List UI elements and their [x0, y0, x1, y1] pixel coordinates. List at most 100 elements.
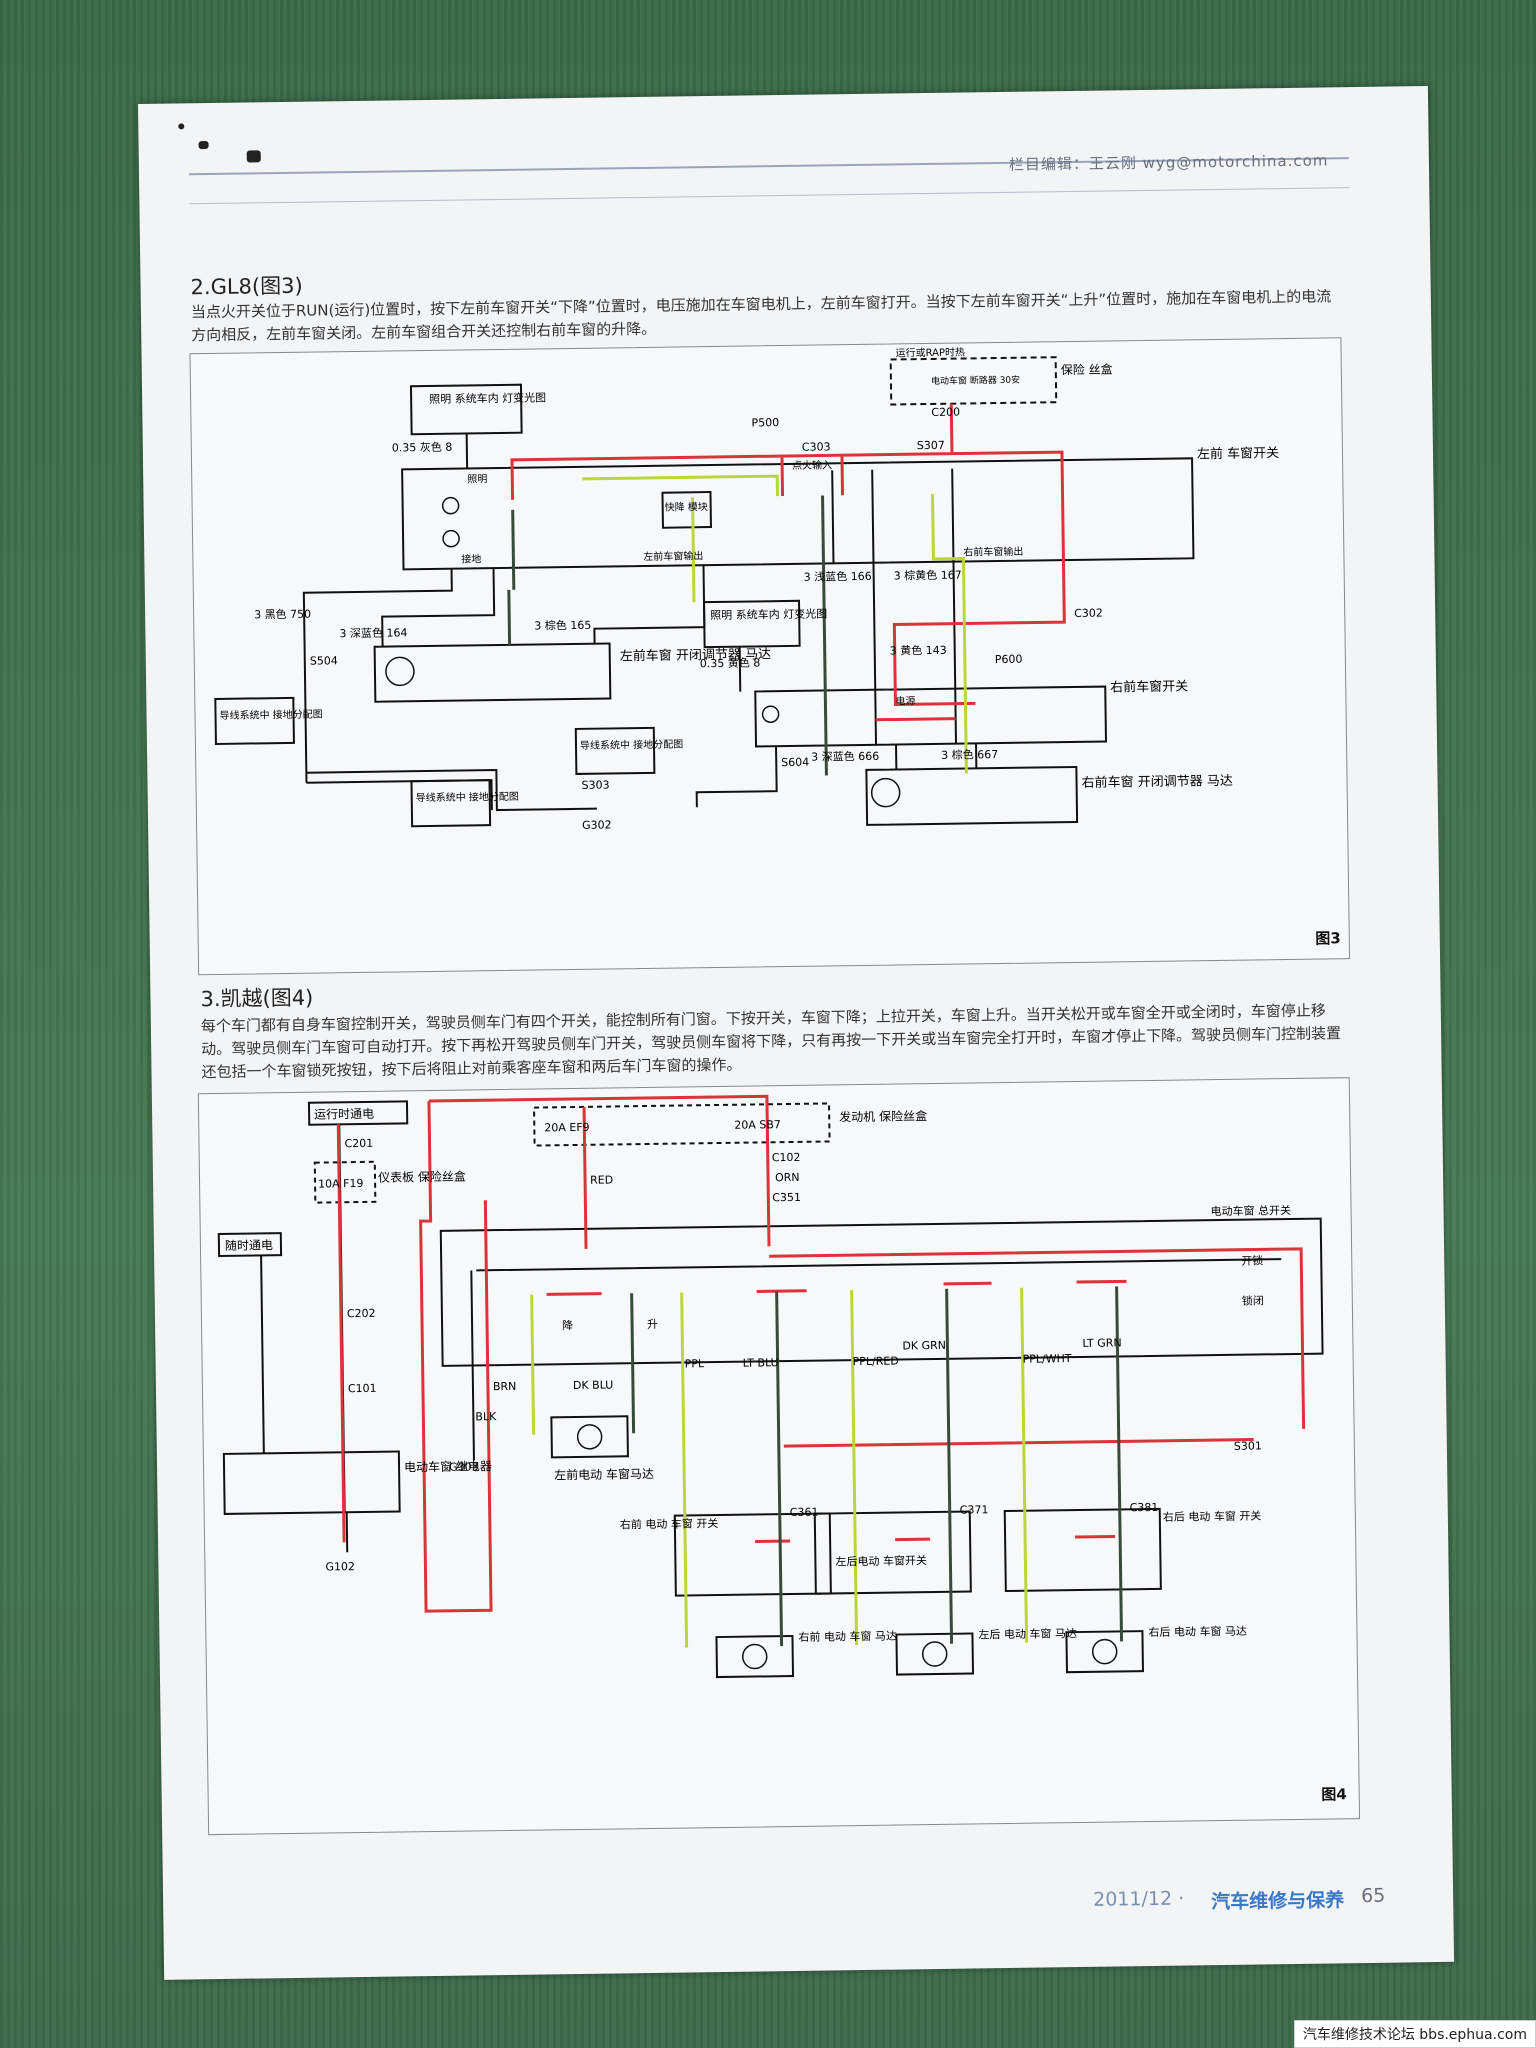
label-ip-fuse: 仪表板 保险丝盒	[378, 1169, 466, 1185]
wire-label: 3 浅蓝色 166	[804, 569, 872, 584]
connector-label: G303	[449, 1460, 479, 1473]
magazine-name: 汽车维修与保养	[1211, 1889, 1345, 1914]
label-ef9: 20A EF9	[544, 1121, 589, 1135]
ink-smudge	[198, 141, 209, 150]
connector-label: S303	[581, 778, 609, 791]
connector-label: C200	[931, 406, 960, 419]
figure-3-label: 图3	[1315, 929, 1341, 948]
label-express-module: 快降 模块	[665, 500, 708, 514]
label-down: 降	[562, 1318, 573, 1332]
connector-label: C371	[960, 1503, 989, 1516]
label-unlock: 开锁	[1241, 1253, 1263, 1267]
page-number: 65	[1360, 1884, 1386, 1908]
connector-label: P500	[751, 416, 779, 429]
connector-label: C351	[772, 1191, 801, 1204]
label-master-switch: 电动车窗 总开关	[1210, 1203, 1291, 1218]
ink-smudge	[246, 150, 261, 163]
connector-label: G302	[582, 818, 612, 831]
connector-label: C361	[790, 1506, 819, 1519]
label-always-power: 随时通电	[225, 1237, 273, 1253]
label-lamp-1: 照明 系统车内 灯变光图	[429, 390, 546, 406]
connector-label: C202	[347, 1307, 376, 1320]
wire-color: PPL/WHT	[1023, 1352, 1072, 1366]
wire-label: 3 棕色 667	[941, 747, 998, 762]
wire-label: 3 黑色 750	[254, 607, 311, 622]
label-ground-2: 导线系统中 接地分配图	[580, 737, 683, 751]
label-lamp-2: 照明 系统车内 灯变光图	[710, 606, 827, 622]
wire-label: 3 黄色 143	[890, 643, 947, 658]
connector-label: C201	[344, 1137, 373, 1150]
wire-color: DK BLU	[573, 1378, 614, 1392]
label-ground-1: 导线系统中 接地分配图	[219, 707, 322, 721]
figure-4-label: 图4	[1321, 1785, 1347, 1804]
section-title-excelle: 3.凯越(图4)	[200, 985, 314, 1012]
connector-label: P600	[995, 653, 1023, 666]
connector-label: C381	[1130, 1501, 1159, 1514]
label-ignition-input: 点火输入	[792, 458, 832, 472]
connector-label: C101	[348, 1382, 377, 1395]
label-fuse-run: 运行或RAP时热	[895, 345, 965, 359]
figure-4-diagram: 运行时通电 随时通电 仪表板 保险丝盒 发动机 保险丝盒 电动车窗 总开关 电动…	[197, 1077, 1361, 1836]
wire-color: ORN	[775, 1171, 800, 1184]
label-rf-switch: 右前车窗开关	[1110, 678, 1188, 695]
wire-color: LT GRN	[1082, 1336, 1121, 1350]
section-paragraph-gl8: 当点火开关位于RUN(运行)位置时，按下左前车窗开关“下降”位置时，电压施加在车…	[190, 287, 1332, 345]
header-rule	[189, 187, 1350, 205]
wire-label: 0.35 黄色 8	[700, 655, 761, 670]
gl8-window-circuit: 照明 系统车内 灯变光图 照明 系统车内 灯变光图 导线系统中 接地分配图 导线…	[214, 345, 1279, 832]
label-rf-switch: 右前 电动 车窗 开关	[620, 1516, 719, 1531]
wire-label: 3 深蓝色 666	[811, 749, 879, 764]
label-engine-fuse: 发动机 保险丝盒	[839, 1108, 927, 1124]
label-illum: 照明	[467, 473, 487, 485]
label-rf-motor: 右前车窗 开闭调节器 马达	[1081, 773, 1232, 791]
connector-label: C303	[802, 440, 831, 453]
column-editor: 栏目编辑：王云刚 wyg@motorchina.com	[1008, 151, 1329, 174]
wire-color: BRN	[493, 1380, 517, 1393]
wire-color: PPL	[685, 1357, 705, 1370]
issue-date: 2011/12 ·	[1093, 1887, 1185, 1911]
label-up: 升	[647, 1318, 658, 1331]
wire-label: 0.35 灰色 8	[392, 440, 453, 455]
section-title-gl8: 2.GL8(图3)	[190, 273, 303, 300]
connector-label: C102	[772, 1151, 801, 1164]
wire-color: RED	[590, 1173, 613, 1186]
figure-3-diagram: 照明 系统车内 灯变光图 照明 系统车内 灯变光图 导线系统中 接地分配图 导线…	[189, 337, 1351, 976]
label-f19: 10A F19	[318, 1177, 364, 1191]
label-rr-switch: 右后 电动 车窗 开关	[1163, 1508, 1262, 1523]
label-lock: 锁闭	[1242, 1293, 1264, 1307]
label-lf-motor: 左前车窗 开闭调节器 马达	[620, 646, 771, 664]
wire-color: DK GRN	[902, 1339, 946, 1353]
label-breaker: 电动车窗 断路器 30安	[931, 374, 1020, 387]
connector-label: G102	[325, 1560, 355, 1573]
forum-watermark: 汽车维修技术论坛 bbs.ephua.com	[1293, 2020, 1536, 2048]
label-run-power: 运行时通电	[314, 1107, 374, 1122]
label-power: 电源	[895, 694, 915, 707]
connector-label: S301	[1234, 1439, 1262, 1452]
label-sb7: 20A SB7	[734, 1118, 781, 1132]
ink-smudge	[178, 123, 185, 130]
excelle-window-circuit: 运行时通电 随时通电 仪表板 保险丝盒 发动机 保险丝盒 电动车窗 总开关 电动…	[217, 1094, 1324, 1679]
wire-label: 3 棕色 165	[534, 618, 591, 633]
magazine-page: 栏目编辑：王云刚 wyg@motorchina.com 2.GL8(图3) 当点…	[138, 85, 1455, 1980]
connector-label: S604	[781, 756, 809, 769]
section-paragraph-excelle: 每个车门都有自身车窗控制开关，驾驶员侧车门有四个开关，能控制所有门窗。下按开关，…	[200, 1001, 1342, 1082]
label-rf-output: 右前车窗输出	[963, 545, 1023, 559]
label-lr-switch: 左后电动 车窗开关	[835, 1553, 927, 1568]
label-lf-motor: 左前电动 车窗马达	[554, 1466, 654, 1482]
wire-label: 3 棕黄色 167	[894, 568, 962, 583]
connector-label: C302	[1074, 607, 1103, 620]
label-rr-motor: 右后 电动 车窗 马达	[1148, 1624, 1247, 1639]
label-ground-3: 导线系统中 接地分配图	[416, 790, 519, 804]
wire-color: PPL/RED	[853, 1355, 899, 1369]
wire-color: LT BLU	[743, 1356, 779, 1370]
label-ground: 接地	[461, 552, 481, 565]
label-relay: 电动车窗 继电器	[404, 1458, 492, 1474]
wire-label: 3 深蓝色 164	[339, 625, 407, 640]
connector-label: S504	[310, 654, 338, 667]
wire-color: BLK	[475, 1410, 497, 1423]
label-lf-switch: 左前 车窗开关	[1197, 445, 1279, 462]
label-rf-motor: 右前 电动 车窗 马达	[798, 1629, 897, 1644]
label-lr-motor: 左后 电动 车窗 马达	[978, 1626, 1077, 1641]
connector-label: S307	[917, 439, 945, 452]
label-lf-output: 左前车窗输出	[643, 549, 703, 563]
